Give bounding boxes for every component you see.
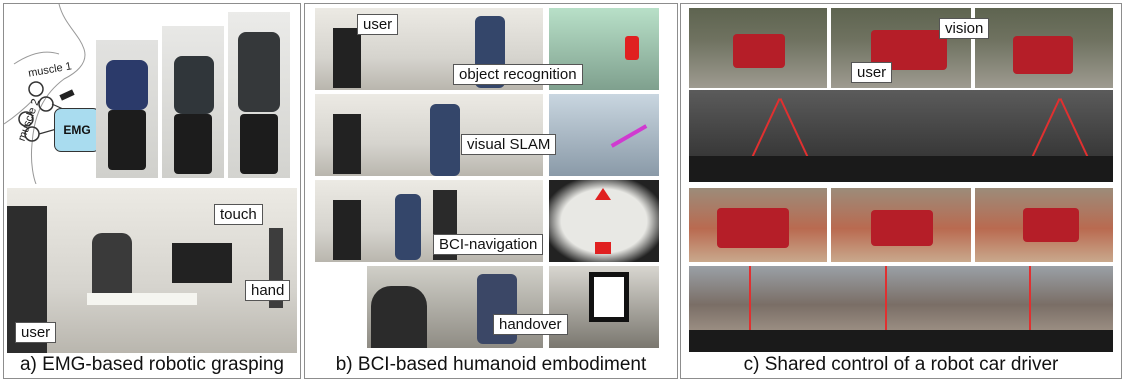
panel-a-caption: a) EMG-based robotic grasping [19,354,284,375]
robot-camera-view-4 [549,266,659,348]
track-photo-1 [689,188,827,262]
handover-label: handover [493,314,568,335]
user-label: user [357,14,399,35]
panel-bci-humanoid: user object recognition visual SLAM BCI-… [304,3,678,379]
panel-shared-control-car: vision user c) Shared control of a robot… [680,3,1122,379]
user-label: user [851,62,893,83]
visual-slam-label: visual SLAM [461,134,557,155]
track-photo-2 [831,188,971,262]
panel-emg-grasping: muscle 1 muscle 2 EMG touch hand user a)… [3,3,301,379]
touch-label: touch [214,204,263,225]
driving-camera-strip [689,90,1113,182]
panel-b-caption: b) BCI-based humanoid embodiment [335,354,647,375]
bci-navigation-label: BCI-navigation [433,234,544,255]
object-recognition-label: object recognition [453,64,583,85]
track-photo-3 [975,188,1113,262]
vision-label: vision [939,18,990,39]
panel-c-caption: c) Shared control of a robot car driver [743,354,1059,375]
hand-label: hand [245,280,291,301]
robot-hand-photo-2 [162,26,224,178]
user-label: user [15,322,57,343]
arm-sketch: muscle 1 muscle 2 EMG [4,4,300,184]
track-driving-strip [689,266,1113,352]
bci-user-photo-1 [315,8,543,90]
car-road-photo-1 [689,8,827,88]
robot-hand-photo-1 [96,40,158,178]
handover-photo [367,266,543,348]
robot-hand-photo-3 [228,12,290,178]
car-road-photo-3 [975,8,1113,88]
arm-outline-drawing [4,4,86,184]
lab-scene-photo: touch hand user [7,188,297,353]
robot-camera-view-3 [549,180,659,262]
robot-camera-view-2 [549,94,659,176]
emg-sensor-box: EMG [54,108,100,152]
